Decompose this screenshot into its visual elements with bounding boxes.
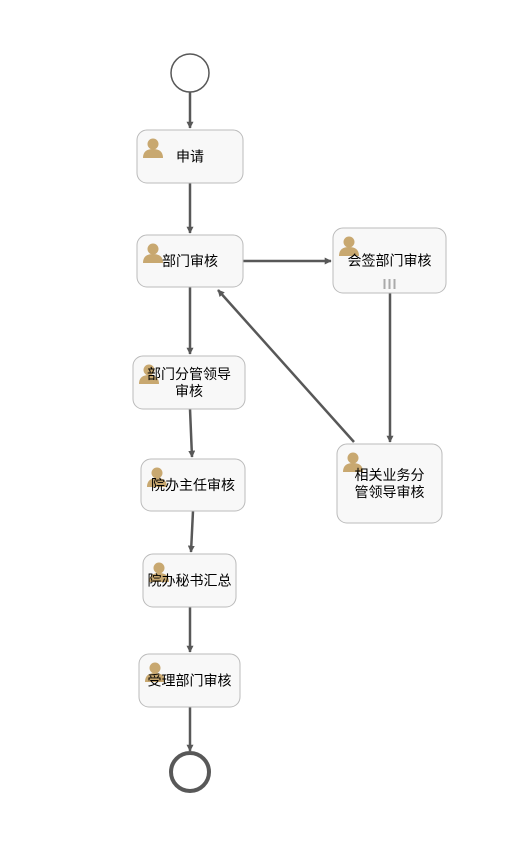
task-t5[interactable]: 院办主任审核: [140, 458, 246, 512]
end-event[interactable]: [169, 751, 211, 793]
task-label: 部门审核: [162, 254, 218, 270]
task-t1[interactable]: 申请: [136, 129, 244, 184]
user-icon: [143, 243, 163, 263]
task-box: [136, 234, 244, 288]
user-icon: [147, 467, 167, 487]
task-box: [140, 458, 246, 512]
flow-t4-t5: [188, 408, 196, 458]
task-label: 审核: [175, 384, 203, 400]
task-label: 部门分管领导: [147, 367, 231, 383]
task-box: [138, 653, 241, 708]
task-t8[interactable]: 受理部门审核: [138, 653, 241, 708]
task-label: 管领导审核: [355, 485, 425, 501]
task-label: 相关业务分: [355, 468, 425, 484]
task-box: [336, 443, 443, 524]
user-icon: [343, 452, 363, 472]
task-label: 受理部门审核: [148, 674, 232, 690]
task-label: 会签部门审核: [348, 253, 432, 270]
task-label: 申请: [176, 150, 204, 166]
task-label: 院办主任审核: [151, 478, 235, 494]
flow-t5-t7: [187, 510, 195, 553]
user-icon: [143, 138, 163, 158]
task-box: [132, 355, 246, 410]
start-event[interactable]: [170, 53, 210, 93]
user-icon: [139, 364, 159, 384]
task-label: 院办秘书汇总: [148, 574, 232, 590]
task-box: [136, 129, 244, 184]
user-icon: [145, 662, 165, 682]
user-icon: [149, 562, 169, 582]
task-t7[interactable]: 院办秘书汇总: [142, 553, 237, 608]
user-icon: [339, 236, 359, 256]
task-box: [142, 553, 237, 608]
multi-instance-icon: [383, 279, 396, 289]
task-box: [332, 227, 447, 294]
flow-t6-t2: [217, 289, 355, 443]
task-t2[interactable]: 部门审核: [136, 234, 244, 288]
task-t3[interactable]: 会签部门审核: [332, 227, 447, 294]
